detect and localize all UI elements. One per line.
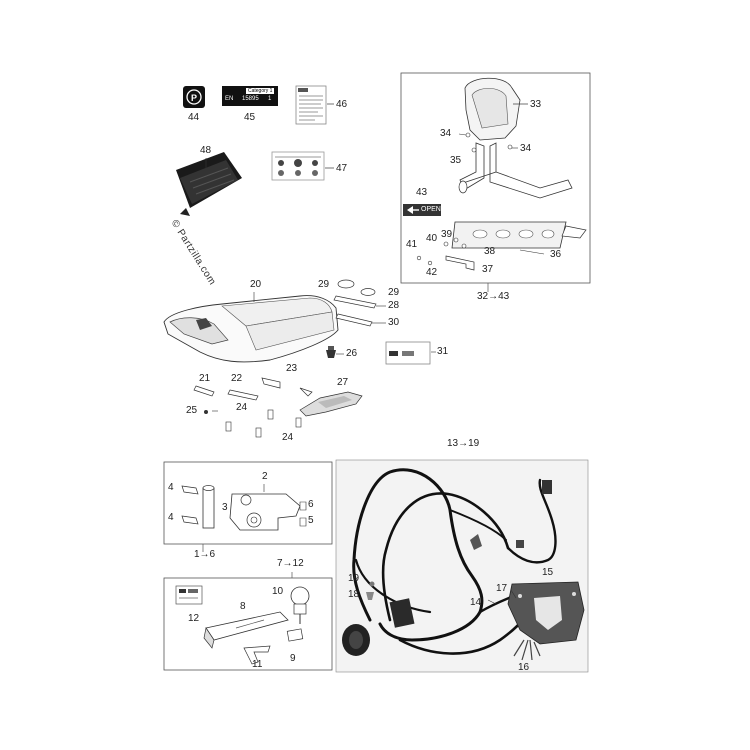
callout-47: 47: [336, 163, 348, 174]
plate-15: [507, 581, 585, 645]
open-decal-43: [403, 204, 441, 216]
callout-46: 46: [336, 99, 348, 110]
backrest-group-box: [400, 72, 591, 284]
callout-43: 43: [416, 187, 428, 198]
decal-45: [222, 86, 278, 106]
callout-8: 8: [240, 601, 246, 612]
clip-26: [326, 346, 336, 358]
bracket-parts: [181, 485, 307, 531]
callout-11: 11: [252, 659, 263, 670]
ties-16: [513, 639, 541, 661]
manual-48: [176, 152, 242, 216]
callout-17: 17: [496, 583, 508, 594]
callout-19: 19: [348, 573, 360, 584]
callout-15: 15: [542, 567, 554, 578]
callout-44: 44: [188, 112, 200, 123]
callout-21: 21: [199, 373, 211, 384]
callout-4b: 4: [168, 512, 174, 523]
decal-44: P: [183, 86, 205, 108]
callout-31: 31: [437, 346, 449, 357]
backrest-33: [464, 77, 521, 141]
callout-10: 10: [272, 586, 284, 597]
callout-26: 26: [346, 348, 358, 359]
callout-45: 45: [244, 112, 256, 123]
svg-text:P: P: [191, 93, 197, 103]
callout-range-32-43: 32→43: [477, 291, 510, 302]
callout-28: 28: [388, 300, 400, 311]
callout-34b: 34: [520, 143, 532, 154]
callout-range-7-12: 7→12: [277, 558, 304, 569]
seat-20: [163, 295, 339, 363]
decal-47: [271, 151, 325, 181]
callout-29a: 29: [318, 279, 330, 290]
decal-31: [385, 341, 431, 365]
decal-en-suffix: 1: [268, 96, 272, 102]
decal-open-text: OPEN: [421, 206, 441, 213]
callout-33: 33: [530, 99, 542, 110]
callout-48: 48: [200, 145, 212, 156]
callout-24b: 24: [282, 432, 294, 443]
callout-5: 5: [308, 515, 314, 526]
callout-40: 40: [426, 233, 438, 244]
callout-14: 14: [470, 597, 482, 608]
base-plate-36: [451, 221, 587, 249]
callout-18: 18: [348, 589, 360, 600]
callout-39: 39: [441, 229, 453, 240]
callout-35: 35: [450, 155, 462, 166]
callout-25: 25: [186, 405, 198, 416]
callout-42: 42: [426, 267, 438, 278]
latch-parts-28-30: [333, 279, 377, 327]
decal-category-text: Category 1: [248, 88, 273, 94]
backrest-support-35: [458, 142, 573, 199]
callout-29b: 29: [388, 287, 400, 298]
callout-range-13-19: 13→19: [447, 438, 480, 449]
bracket-group-box: [163, 461, 333, 545]
callout-2: 2: [262, 471, 268, 482]
callout-30: 30: [388, 317, 400, 328]
callout-22: 22: [231, 373, 243, 384]
callout-20: 20: [250, 279, 262, 290]
callout-12: 12: [188, 613, 200, 624]
decal-en-code: EN: [225, 96, 234, 102]
callout-6: 6: [308, 499, 314, 510]
callout-24a: 24: [236, 402, 248, 413]
decal-46: [295, 85, 327, 125]
panel-27: [299, 391, 363, 417]
seat-hardware-21-25: [193, 377, 313, 438]
callout-38: 38: [484, 246, 496, 257]
harness-connectors: [342, 480, 552, 656]
hitch-group-box: [163, 577, 333, 671]
callout-36: 36: [550, 249, 562, 260]
callout-16: 16: [518, 662, 530, 673]
callout-34a: 34: [440, 128, 452, 139]
screw-19: [369, 581, 375, 587]
callout-41: 41: [406, 239, 418, 250]
callout-9: 9: [290, 653, 296, 664]
hitch-parts: [175, 585, 310, 665]
decal-en-number: 15895: [242, 96, 259, 102]
callout-37: 37: [482, 264, 494, 275]
callout-4a: 4: [168, 482, 174, 493]
callout-range-1-6: 1→6: [194, 549, 216, 560]
callout-27: 27: [337, 377, 349, 388]
callout-23: 23: [286, 363, 298, 374]
hardware-37-42: [416, 237, 475, 271]
callout-3: 3: [222, 502, 228, 513]
clip-18: [366, 592, 374, 600]
